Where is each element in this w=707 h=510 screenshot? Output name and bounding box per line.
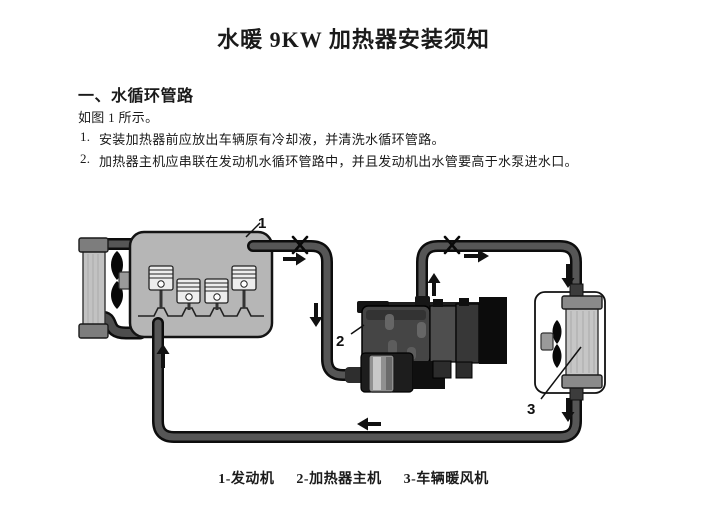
crankshaft-line xyxy=(138,307,264,317)
list-item-number: 1. xyxy=(80,129,91,144)
list-item: 1. 安装加热器前应放出车辆原有冷却液，并清洗水循环管路。 xyxy=(80,129,445,148)
caption-part-cab-heater: 3-车辆暖风机 xyxy=(403,472,489,487)
pipe-heater-to-fan xyxy=(416,240,582,318)
cab-heater-box xyxy=(534,283,606,401)
flow-arrow-up xyxy=(427,273,441,296)
piston xyxy=(204,278,229,310)
piston xyxy=(231,265,257,308)
cab-fan-icon xyxy=(540,320,562,368)
flow-arrow-right xyxy=(464,249,489,263)
figure-label-cab-heater: 3 xyxy=(527,401,535,418)
page-title: 水暖 9KW 加热器安装须知 xyxy=(217,27,490,52)
hose-clamp xyxy=(443,235,461,255)
intro-text: 如图 1 所示。 xyxy=(78,110,159,125)
piston xyxy=(176,278,201,310)
flow-arrows xyxy=(156,249,575,431)
flow-arrow-down xyxy=(561,398,575,422)
flow-arrow-down xyxy=(309,303,323,327)
section-heading: 一、水循环管路 xyxy=(78,88,194,105)
figure-labels: 1 2 3 xyxy=(245,215,582,418)
flow-arrow-down xyxy=(561,264,575,288)
figure-caption: 1-发动机 2-加热器主机 3-车辆暖风机 xyxy=(0,468,707,488)
piston xyxy=(148,265,174,308)
list-item: 2. 加热器主机应串联在发动机水循环管路中，并且发动机出水管要高于水泵进水口。 xyxy=(80,151,578,170)
flow-arrow-right xyxy=(283,252,306,266)
pipe-return xyxy=(152,317,582,443)
caption-part-heater: 2-加热器主机 xyxy=(296,472,382,487)
hose-clamp xyxy=(291,235,309,255)
engine-block xyxy=(128,230,274,339)
pipe-engine-to-heater xyxy=(247,240,361,381)
flow-arrow-up xyxy=(156,344,170,368)
heater-main-unit xyxy=(345,296,507,393)
flow-arrow-left xyxy=(357,417,381,431)
figure-label-heater: 2 xyxy=(336,333,344,350)
vehicle-radiator xyxy=(78,237,109,339)
caption-part-engine: 1-发动机 xyxy=(218,472,275,487)
list-item-number: 2. xyxy=(80,151,91,166)
list-item-text: 安装加热器前应放出车辆原有冷却液，并清洗水循环管路。 xyxy=(99,132,445,147)
figure-label-engine: 1 xyxy=(258,215,266,232)
list-item-text: 加热器主机应串联在发动机水循环管路中，并且发动机出水管要高于水泵进水口。 xyxy=(99,154,578,169)
